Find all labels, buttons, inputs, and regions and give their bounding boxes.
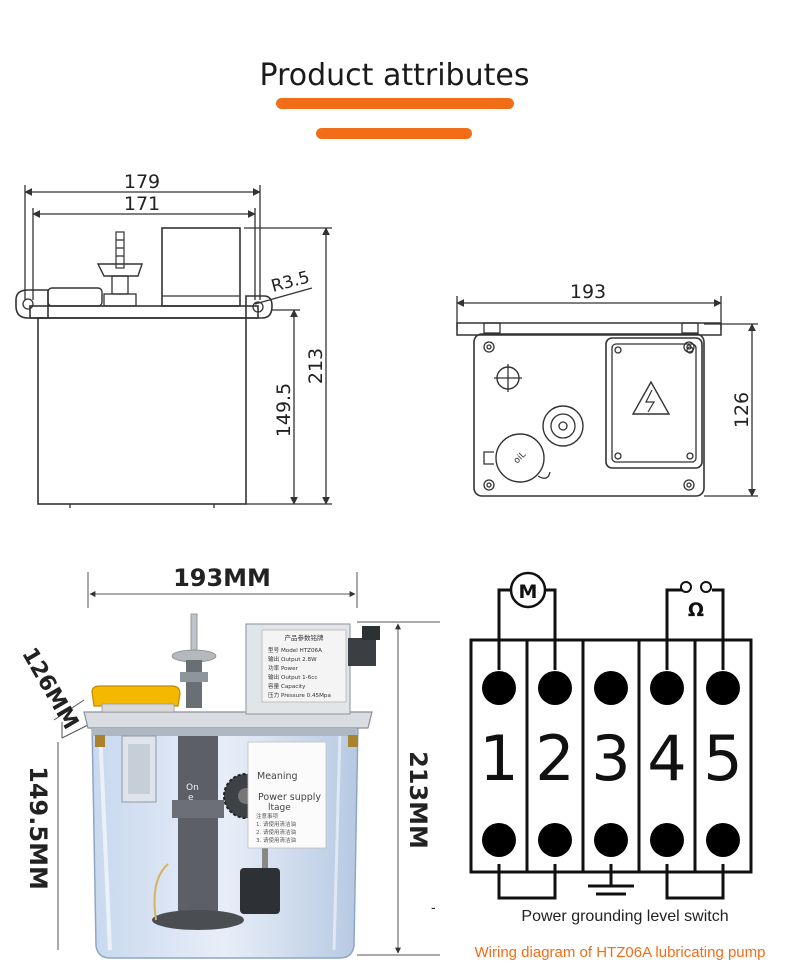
- label-line: 1. 请使用清洁油: [256, 820, 296, 828]
- overlay-text: Meaning: [257, 771, 298, 782]
- accent-bar-top: [276, 98, 514, 109]
- nameplate-row: 压力 Pressure 0.45Mpa: [268, 691, 331, 699]
- stray-dash: -: [431, 899, 436, 915]
- nameplate-row: 功率 Power: [268, 664, 299, 672]
- page-title: Product attributes: [259, 58, 530, 93]
- motor-symbol: [509, 571, 547, 609]
- wiring-diagram: [469, 571, 753, 900]
- dim-text-126: 126: [731, 392, 753, 428]
- nameplate-row: 容量 Capacity: [268, 682, 306, 690]
- instruction-label: [247, 741, 327, 849]
- nameplate: [261, 629, 347, 703]
- dim-text-193: 193: [570, 281, 606, 303]
- cap-marking: oiL: [512, 450, 528, 466]
- photo-tank-height-label: 149.5MM: [24, 766, 52, 890]
- label-line: 3. 请使用清洁油: [256, 836, 296, 844]
- motor-box: [161, 227, 241, 307]
- label-line: 注意事项: [256, 812, 279, 820]
- nameplate-row: 输出 Output 2.8W: [268, 655, 317, 663]
- terminal-number: 3: [591, 722, 630, 795]
- electrical-box: [605, 337, 703, 469]
- dim-text-213: 213: [305, 348, 327, 384]
- pump-column: [178, 736, 218, 912]
- tank-outline: [37, 317, 247, 505]
- pump-photo-render: [83, 613, 380, 959]
- terminal-number: 1: [479, 722, 518, 795]
- ohm-symbol-label: Ω: [688, 599, 704, 621]
- top-body-outline: [473, 333, 705, 497]
- overlay-text: Power supply: [258, 792, 321, 803]
- dim-text-171: 171: [124, 193, 160, 215]
- float-switch: [240, 868, 280, 914]
- wiring-legend: Power grounding level switch: [521, 908, 728, 925]
- terminal-dots: [482, 671, 740, 857]
- photo-depth-label: 126MM: [16, 644, 83, 734]
- front-view-drawing: [15, 185, 332, 508]
- motor-symbol-label: M: [519, 581, 538, 603]
- dim-text-149-5: 149.5: [273, 383, 295, 437]
- overlay-text: e: [188, 793, 194, 803]
- photo-width-label: 193MM: [173, 564, 271, 592]
- label-line: 2. 请使用清洁油: [256, 828, 296, 836]
- photo-height-label: 213MM: [404, 751, 432, 849]
- radius-leader: [254, 287, 313, 305]
- accent-bar-bottom: [316, 128, 472, 139]
- overlay-text: ltage: [268, 803, 291, 813]
- terminal-number: 5: [703, 722, 742, 795]
- dim-text-radius: R3.5: [269, 267, 312, 296]
- overlay-text: On: [186, 783, 199, 793]
- dim-text-179: 179: [124, 171, 160, 193]
- top-view-drawing: [456, 296, 758, 497]
- terminal-number: 4: [647, 722, 686, 795]
- nameplate-row: 输出 Output 1-6cc: [268, 673, 317, 681]
- hazard-icon: [631, 380, 671, 415]
- nameplate-heading: 产品参数铭牌: [285, 633, 325, 642]
- nameplate-row: 型号 Model HTZ06A: [268, 646, 322, 654]
- yellow-oil-cap: [91, 685, 181, 707]
- wiring-caption: Wiring diagram of HTZ06A lubricating pum…: [475, 944, 766, 961]
- terminal-number: 2: [535, 722, 574, 795]
